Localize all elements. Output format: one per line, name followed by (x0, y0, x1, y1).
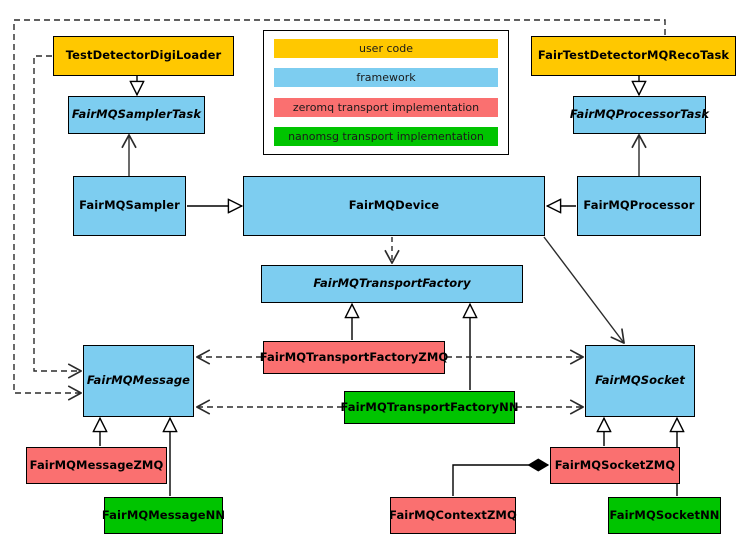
class-box-fair-mq-context-zmq[interactable]: FairMQContextZMQ (389, 497, 517, 534)
class-box-fair-mq-sampler-task[interactable]: FairMQSamplerTask (68, 96, 205, 134)
class-label-fair-mq-sampler: FairMQSampler (79, 198, 180, 213)
class-box-fair-mq-sampler[interactable]: FairMQSampler (73, 176, 186, 236)
class-label-fair-mq-processor-task: FairMQProcessorTask (569, 107, 710, 122)
class-box-fair-mq-device[interactable]: FairMQDevice (243, 176, 545, 236)
class-label-test-detector-digi-loader: TestDetectorDigiLoader (65, 48, 222, 63)
class-label-fair-mq-device: FairMQDevice (348, 198, 440, 213)
class-box-fair-mq-message-nn[interactable]: FairMQMessageNN (101, 497, 226, 534)
class-box-fair-mq-processor[interactable]: FairMQProcessor (577, 176, 701, 236)
class-label-fair-mq-sampler-task: FairMQSamplerTask (71, 107, 202, 122)
legend-label-nanomsg: nanomsg transport implementation (288, 129, 484, 143)
class-box-fair-mq-transport-factory[interactable]: FairMQTransportFactory (261, 265, 523, 303)
class-box-fair-mq-message[interactable]: FairMQMessage (83, 345, 194, 417)
class-box-fair-mq-socket-zmq[interactable]: FairMQSocketZMQ (550, 447, 680, 484)
legend-item-user-code: user code (274, 39, 498, 58)
class-label-fair-mq-context-zmq: FairMQContextZMQ (389, 507, 517, 522)
legend-item-framework: framework (274, 68, 498, 88)
legend-item-zeromq: zeromq transport implementation (274, 97, 498, 117)
class-label-fair-mq-transport-factory-nn: FairMQTransportFactoryNN (340, 399, 519, 414)
class-label-fair-mq-socket-zmq: FairMQSocketZMQ (554, 457, 676, 472)
class-label-fair-mq-processor: FairMQProcessor (583, 198, 695, 213)
class-box-fair-mq-socket-nn[interactable]: FairMQSocketNN (608, 497, 721, 534)
class-label-fair-mq-socket: FairMQSocket (595, 373, 685, 388)
class-box-fair-mq-transport-factory-zmq[interactable]: FairMQTransportFactoryZMQ (260, 341, 448, 374)
class-box-fair-mq-processor-task[interactable]: FairMQProcessorTask (569, 96, 710, 134)
class-label-fair-mq-message-nn: FairMQMessageNN (101, 507, 226, 522)
class-box-fair-mq-socket[interactable]: FairMQSocket (585, 345, 695, 417)
legend-label-zeromq: zeromq transport implementation (292, 100, 480, 114)
class-box-fair-test-detector-mq-reco-task[interactable]: FairTestDetectorMQRecoTask (531, 36, 736, 76)
class-box-fair-mq-transport-factory-nn[interactable]: FairMQTransportFactoryNN (340, 391, 518, 424)
legend-item-nanomsg: nanomsg transport implementation (274, 126, 498, 146)
class-label-fair-mq-transport-factory-zmq: FairMQTransportFactoryZMQ (259, 349, 449, 364)
class-label-fair-mq-socket-nn: FairMQSocketNN (609, 507, 720, 522)
legend-label-user-code: user code (358, 42, 414, 55)
color-legend: user code framework zeromq transport imp… (263, 30, 509, 155)
edge-contextzmq-socketzmq (452, 465, 548, 496)
class-box-fair-mq-message-zmq[interactable]: FairMQMessageZMQ (26, 447, 167, 484)
edge-device-socket (543, 236, 625, 344)
class-label-fair-mq-message-zmq: FairMQMessageZMQ (29, 457, 164, 472)
class-label-fair-mq-transport-factory: FairMQTransportFactory (313, 276, 471, 291)
class-label-fair-mq-message: FairMQMessage (86, 373, 191, 388)
legend-label-framework: framework (356, 71, 416, 85)
class-label-fair-test-detector-mq-reco-task: FairTestDetectorMQRecoTask (537, 48, 730, 63)
class-box-test-detector-digi-loader[interactable]: TestDetectorDigiLoader (53, 36, 234, 76)
